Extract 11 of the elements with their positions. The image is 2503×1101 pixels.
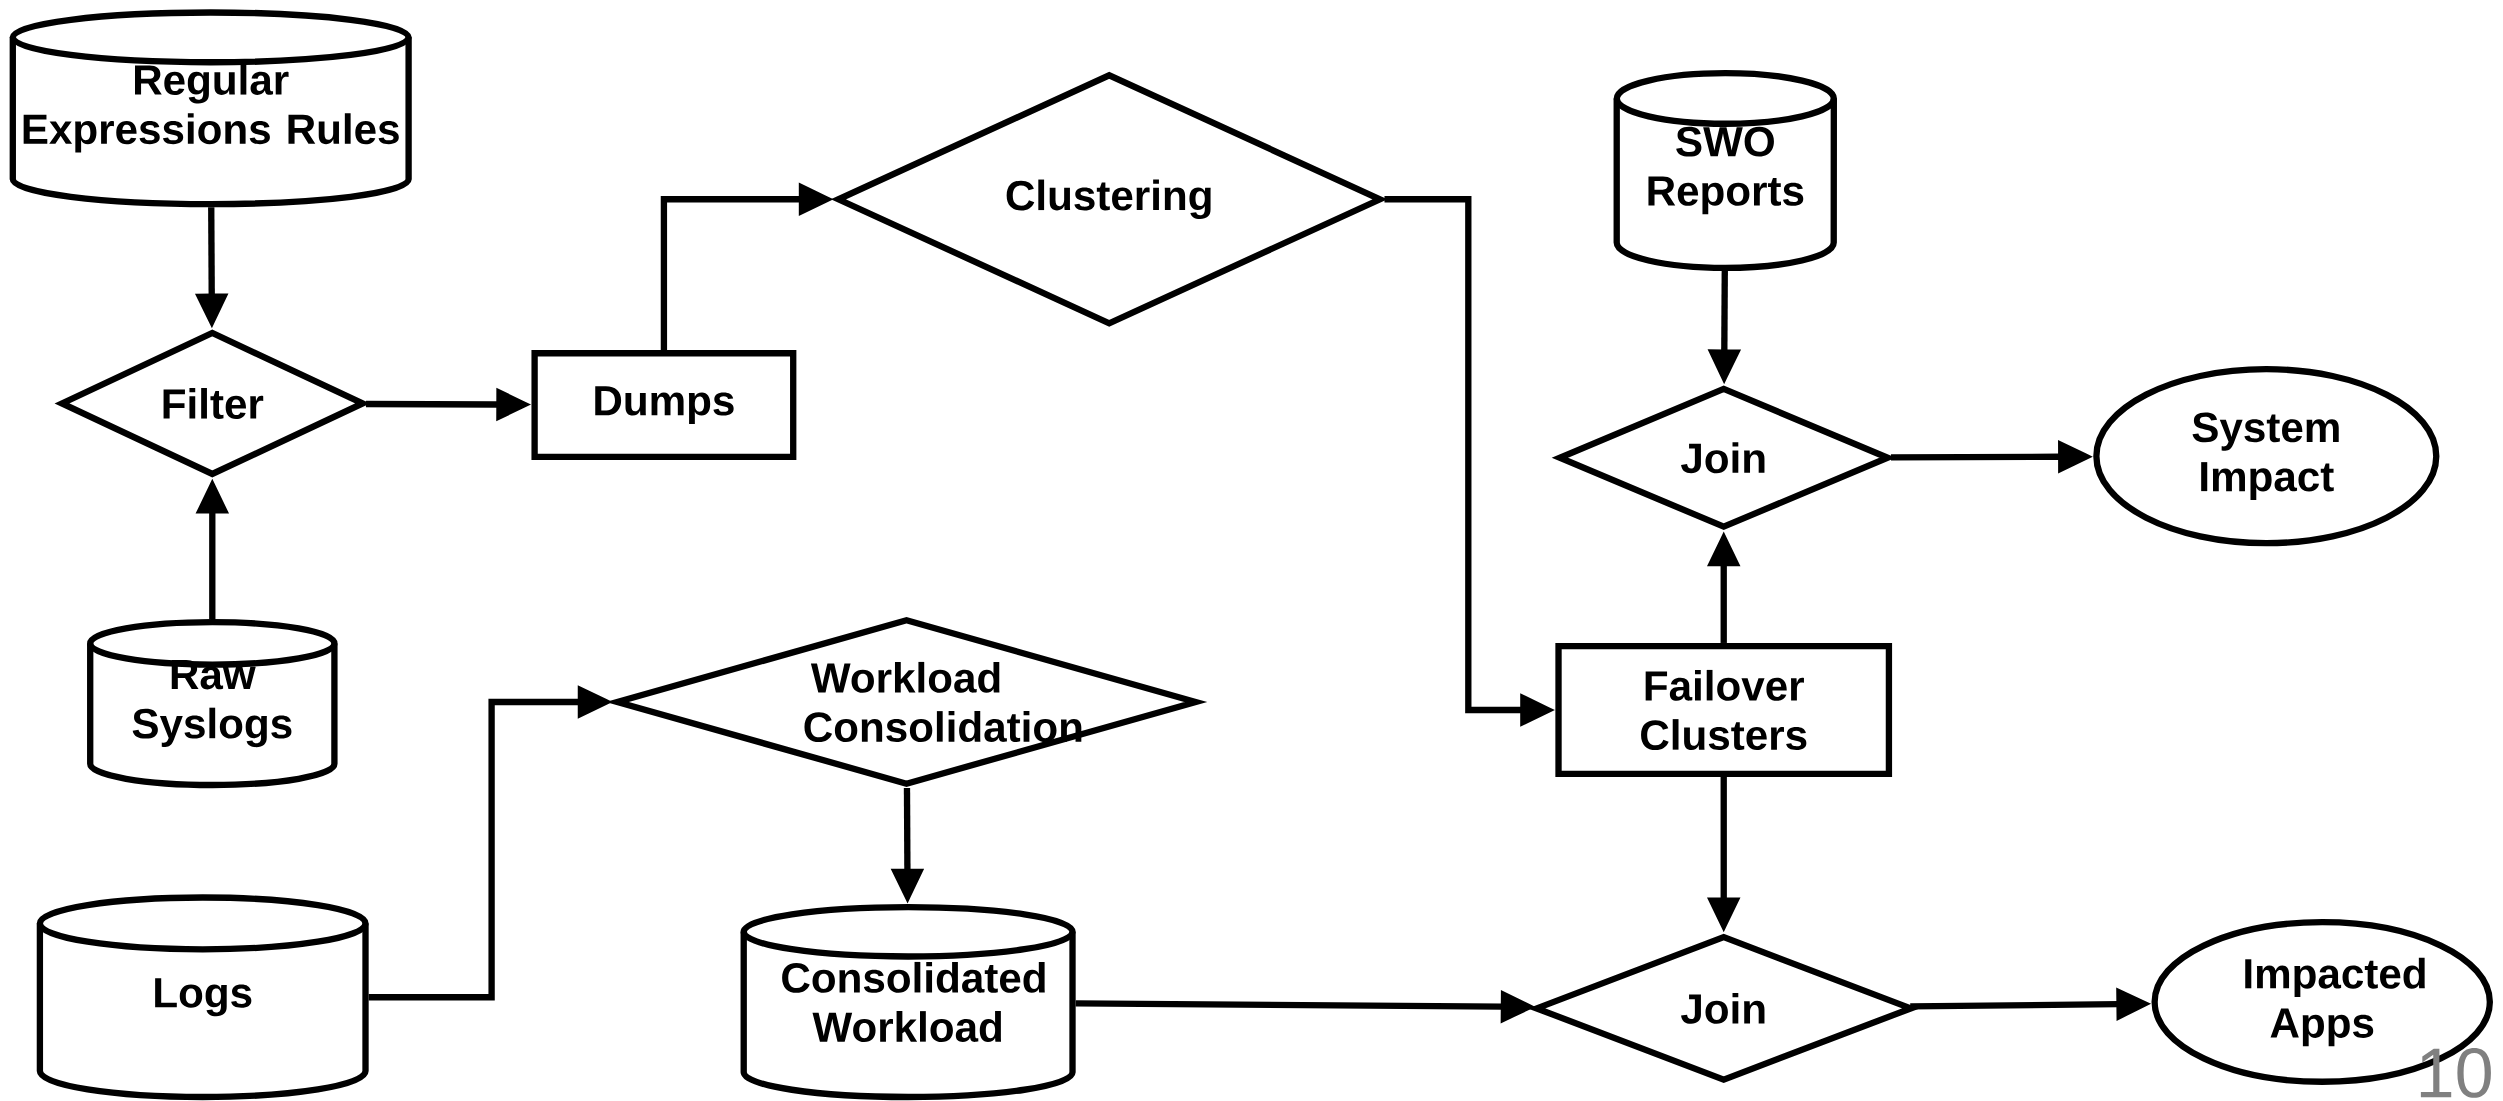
page-number: 10: [2420, 1048, 2491, 1098]
process-box: Failover Clusters: [1555, 642, 1893, 777]
node-label: Regular Expressions Rules: [23, 64, 399, 153]
node-label: Consolidated Workload: [782, 961, 1045, 1043]
database-cylinder: SWO Reports: [1613, 70, 1837, 272]
process-box: Dumps: [531, 350, 797, 461]
node-label: SWO Reports: [1648, 126, 1804, 215]
node-label: Logs: [155, 978, 252, 1017]
database-cylinder: Regular Expressions Rules: [9, 9, 412, 208]
database-cylinder: Logs: [36, 894, 369, 1101]
database-cylinder: Consolidated Workload: [740, 903, 1076, 1101]
